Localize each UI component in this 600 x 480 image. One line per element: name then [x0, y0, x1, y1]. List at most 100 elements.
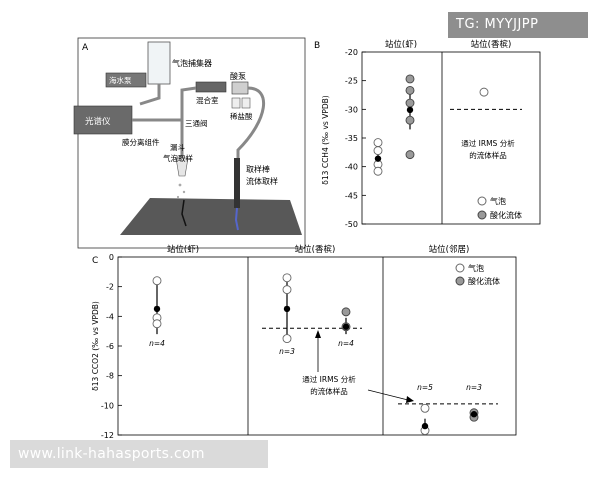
panel-b-annotation-2: 的流体样品 [469, 150, 507, 160]
panel-c-ytick-label: -8 [106, 372, 114, 381]
panel-c-annotation-1: 通过 IRMS 分析 [302, 374, 356, 384]
bubble-trap-label: 气泡捕集器 [172, 58, 212, 68]
spectrometer-label: 光谱仪 [85, 116, 111, 127]
panel-b-label: B [314, 41, 320, 51]
probe-label-2: 流体取样 [246, 176, 278, 186]
panel-b-legend-gray: 酸化流体 [490, 210, 522, 220]
panel-b-ytick-label: -20 [345, 48, 358, 57]
panel-b-data-point [405, 150, 415, 160]
panel-b-legend-open-marker [477, 196, 487, 206]
panel-b-data-point [373, 166, 383, 176]
panel-c-data-point [341, 307, 351, 317]
panel-c-ytick-label: -2 [106, 283, 114, 292]
tube-trap [139, 84, 161, 106]
panel-a: A 气泡捕集器 海水泵 光谱仪 膜分离组件 混合室 酸泵 稀盐酸 三通阀 漏斗 … [73, 37, 306, 249]
panel-c-mean-point [470, 411, 478, 418]
panel-c-n-label: n=4 [149, 339, 165, 348]
panel-c-mean-point [421, 422, 429, 430]
panel-c-ytick-label: -12 [101, 431, 114, 440]
panel-b-data-point [405, 115, 415, 125]
mixing-chamber-label: 混合室 [196, 95, 219, 105]
watermark-bottom: www.link-hahasports.com [10, 440, 268, 468]
panel-c-data-point [152, 276, 162, 286]
panel-c-arrow-2 [367, 389, 409, 401]
bubble-trap [147, 41, 171, 85]
watermark-top: TG: MYYJJPP [448, 12, 588, 38]
probe-label-1: 取样棒 [246, 164, 270, 174]
seafloor [120, 198, 302, 235]
panel-b-col-1: 站位(香槟) [471, 39, 512, 50]
panel-b-ytick-label: -45 [345, 191, 358, 200]
bubble [178, 183, 182, 187]
panel-c-mean-point [283, 305, 291, 313]
panel-c-ytick-label: -10 [101, 401, 114, 410]
panel-b-mean-point [406, 106, 414, 114]
panel-c-arrowhead-1 [315, 330, 321, 338]
panel-c-ytick-label: -4 [106, 312, 114, 321]
panel-c-col-2: 站位(邻居) [429, 244, 470, 255]
panel-b-data-point [405, 85, 415, 95]
panel-b-ticks: -50-45-40-35-30-25-20 [345, 48, 366, 229]
vent-crack-1 [181, 199, 187, 227]
spectrometer [73, 105, 133, 135]
panel-c: C 站位(虾) 站位(香槟) 站位(邻居) -12-10-8-6-4-20 δ1… [91, 244, 517, 440]
funnel-label-1: 漏斗 [170, 142, 185, 152]
panel-c-ytick-label: 0 [109, 253, 114, 262]
three-way-label: 三通阀 [185, 118, 208, 128]
panel-b-data-point [405, 98, 415, 108]
dilute-acid-label: 稀盐酸 [230, 111, 253, 121]
panel-c-data-point [282, 285, 292, 295]
panel-b-mean-point [374, 155, 382, 162]
panel-c-annotation-2: 的流体样品 [310, 386, 348, 396]
panel-c-ytick-label: -6 [106, 342, 114, 351]
panel-c-data-point [282, 334, 292, 344]
panel-c-mean-point [153, 305, 161, 313]
vent-crack-2 [234, 207, 239, 231]
funnel-label-2: 气泡取样 [163, 153, 193, 163]
panel-b-ytick-label: -50 [345, 220, 358, 229]
panel-c-mean-point [342, 323, 350, 330]
panel-c-data-point [152, 319, 162, 329]
panel-c-data-point [282, 273, 292, 283]
acid-bottle-2 [241, 97, 251, 109]
panel-c-n-label: n=4 [338, 339, 354, 348]
sea-water-pump-label: 海水泵 [109, 75, 132, 85]
panel-b-col-0: 站位(虾) [385, 39, 417, 50]
panel-b-marks [373, 74, 522, 176]
panel-c-ticks: -12 -10 -8 -6 -4 -2 0 [101, 253, 122, 440]
panel-b-ytick-label: -35 [345, 134, 358, 143]
membrane-label: 膜分离组件 [122, 137, 160, 147]
panel-c-legend-gray-marker [455, 276, 465, 286]
panel-c-col-1: 站位(香槟) [295, 244, 336, 255]
panel-c-legend-gray: 酸化流体 [468, 276, 500, 286]
panel-c-legend-open: 气泡 [468, 263, 484, 273]
panel-c-n-label: n=3 [279, 347, 295, 356]
mixing-chamber [195, 81, 227, 93]
tube-main [132, 86, 197, 122]
panel-b-data-point [405, 74, 415, 84]
panel-b-data-point [373, 146, 383, 156]
panel-b-ytick-label: -30 [345, 105, 358, 114]
sea-water-pump [105, 72, 147, 88]
probe [234, 158, 240, 208]
panel-a-label: A [82, 43, 89, 53]
panel-b-ytick-label: -40 [345, 163, 358, 172]
panel-c-data-point [420, 403, 430, 413]
panel-b-ylabel: δ13 CCH4 (‰ vs VPDB) [321, 95, 330, 184]
panel-c-n-label: n=3 [466, 383, 482, 392]
panel-c-label: C [92, 256, 98, 266]
panel-b-data-point [373, 138, 383, 148]
panel-b-data-point [479, 87, 489, 97]
panel-b-legend-gray-marker [477, 210, 487, 220]
bubble [182, 190, 186, 194]
funnel [175, 157, 189, 177]
bubble [176, 195, 180, 199]
acid-pump-label: 酸泵 [230, 71, 246, 81]
acid-pump [231, 81, 249, 95]
panel-c-col-0: 站位(虾) [167, 244, 199, 255]
tube-probe [236, 86, 265, 160]
panel-c-legend-open-marker [455, 263, 465, 273]
panel-b-legend-open: 气泡 [490, 196, 506, 206]
